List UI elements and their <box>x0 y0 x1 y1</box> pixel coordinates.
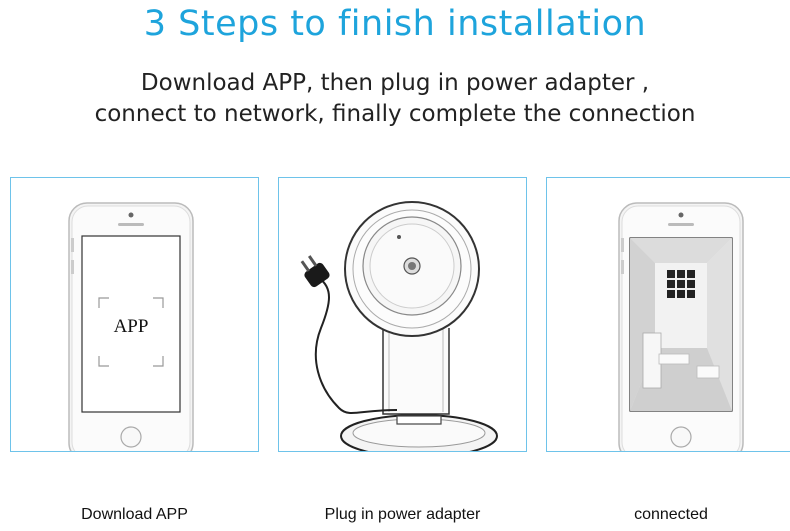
subtitle-line-1: Download APP, then plug in power adapter… <box>140 70 650 96</box>
step-2-caption: Plug in power adapter <box>324 506 481 523</box>
subtitle-line-2: connect to network, finally complete the… <box>94 101 696 127</box>
step-3-caption: connected <box>634 506 708 523</box>
step-2-panel <box>278 177 527 452</box>
page-title: 3 Steps to finish installation <box>143 4 647 44</box>
phone-app-illustration <box>68 202 194 451</box>
step-1-panel: APP <box>10 177 259 452</box>
camera-illustration <box>300 201 498 451</box>
step-3-panel <box>546 177 790 452</box>
app-screen-label: APP <box>113 316 149 337</box>
page-subtitle: Download APP, then plug in power adapter… <box>0 68 790 130</box>
phone-connected-illustration <box>618 202 744 451</box>
step-1-caption: Download APP <box>81 506 188 523</box>
